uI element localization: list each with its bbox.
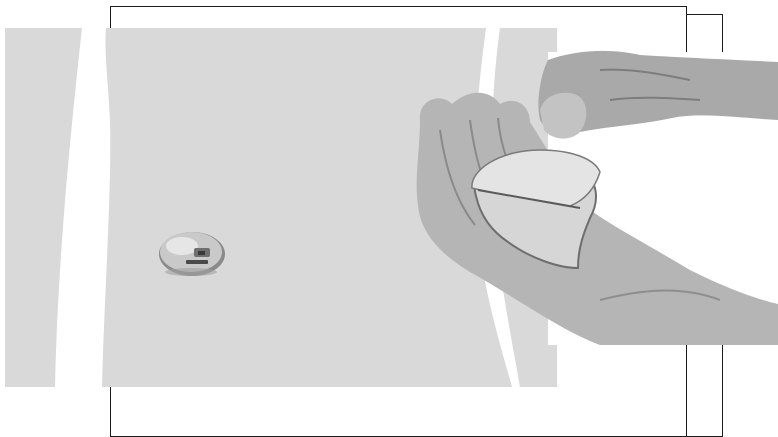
pod-device (159, 232, 225, 276)
